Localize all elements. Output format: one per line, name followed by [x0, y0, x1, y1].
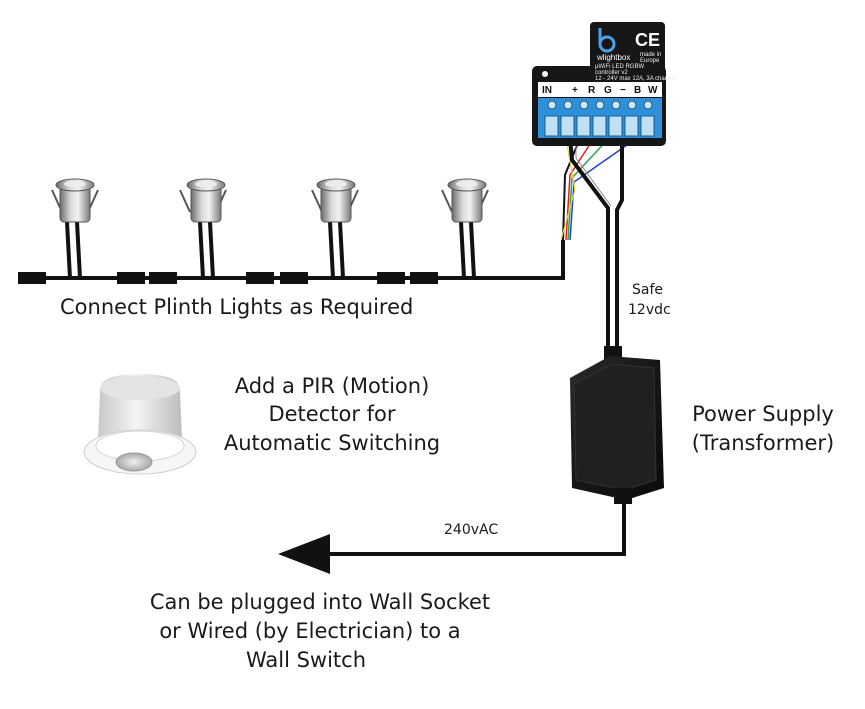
model-line2: controller v2 — [595, 70, 628, 76]
terminal-label-w: W — [648, 85, 658, 96]
terminal-label-in: IN — [542, 85, 552, 96]
led-controller: CE wlightbox made in Europe µWiFi LED RG… — [532, 22, 676, 146]
psu-label-line1: Power Supply — [692, 402, 834, 426]
dc-supply-cable — [568, 137, 624, 348]
plinth-label: Connect Plinth Lights as Required — [60, 295, 413, 319]
model-line1: µWiFi LED RGBW — [595, 64, 644, 70]
psu-label-line2: (Transformer) — [692, 431, 834, 455]
wall-label-line3: Wall Switch — [246, 648, 366, 672]
terminal-label-r: R — [588, 85, 596, 96]
voltage-dc-label: 12vdc — [628, 302, 671, 318]
brand-name: wlightbox — [596, 53, 630, 62]
mains-cable — [278, 504, 626, 574]
plinth-cable — [18, 240, 565, 284]
pir-label-line3: Automatic Switching — [224, 431, 440, 455]
spec-line: 12 - 24V max 12A, 3A channel — [595, 76, 676, 82]
brand-logo-icon — [598, 28, 616, 53]
terminal-block — [538, 98, 662, 138]
plinth-light-4 — [441, 178, 489, 279]
terminal-label-minus: − — [620, 85, 626, 96]
origin-line2: Europe — [640, 58, 660, 64]
pir-label-line2: Detector for — [268, 402, 395, 426]
terminal-label-g: G — [604, 85, 612, 96]
plinth-light-3 — [311, 178, 359, 279]
pir-label-line1: Add a PIR (Motion) — [235, 374, 430, 398]
power-supply — [570, 346, 664, 504]
origin-line1: made in — [640, 52, 661, 58]
wall-label-line1: Can be plugged into Wall Socket — [150, 590, 490, 614]
ce-mark: CE — [635, 30, 660, 50]
terminal-label-b: B — [634, 85, 641, 96]
terminal-label-plus: + — [572, 85, 578, 96]
pir-sensor — [83, 374, 197, 475]
controller-wires — [560, 137, 638, 241]
wall-label-line2: or Wired (by Electrician) to a — [159, 619, 460, 643]
arrow-left-icon — [278, 534, 330, 574]
plinth-light-1 — [51, 178, 99, 279]
mains-voltage-label: 240vAC — [444, 522, 498, 538]
plinth-light-2 — [179, 178, 227, 279]
safe-label: Safe — [632, 282, 663, 298]
